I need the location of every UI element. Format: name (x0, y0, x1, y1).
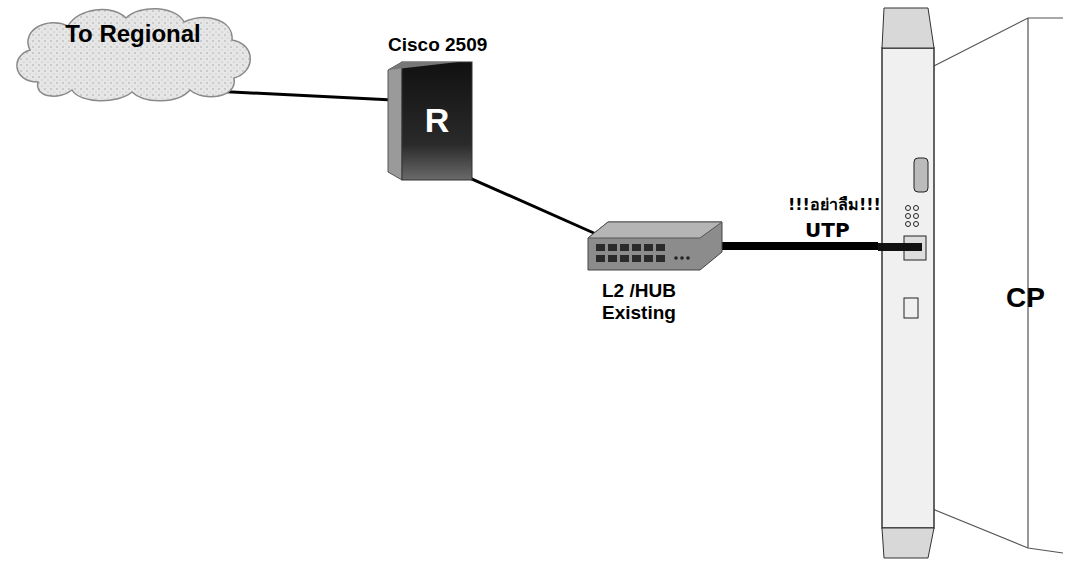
hub-body (588, 222, 722, 270)
card-led (914, 222, 919, 227)
hub-node: L2 /HUB Existing (588, 222, 722, 270)
hub-port (596, 244, 605, 251)
router-front (402, 62, 472, 180)
router-letter: R (425, 101, 450, 140)
hub-led (686, 256, 690, 260)
router-side (388, 62, 402, 180)
cable-label: UTP (805, 218, 850, 242)
hub-port (608, 255, 617, 262)
hub-led (674, 256, 678, 260)
hub-port (644, 244, 653, 251)
network-link (464, 175, 596, 234)
hub-label: L2 /HUB Existing (602, 280, 712, 324)
hub-port (656, 255, 665, 262)
card-board (930, 18, 1063, 553)
hub-port (596, 255, 605, 262)
cp-card-node: CP (878, 8, 1063, 558)
card-led (914, 206, 919, 211)
cloud-node: To Regional (8, 4, 258, 104)
hub-led (680, 256, 684, 260)
node-outline (8, 4, 258, 104)
hub-port (632, 244, 641, 251)
hub-port (656, 244, 665, 251)
hub-port (620, 255, 629, 262)
card-label: CP (1006, 282, 1045, 314)
node-outline (588, 222, 722, 270)
router-node: Cisco 2509R (388, 62, 472, 180)
cloud-label: To Regional (65, 20, 201, 104)
card-led (906, 206, 911, 211)
hub-port (632, 255, 641, 262)
card-faceplate (882, 48, 934, 528)
router-model: Cisco 2509 (388, 34, 487, 56)
warning-note: !!!อย่าลืม!!! (788, 192, 881, 217)
serial-connector (914, 158, 928, 192)
router-top (388, 62, 472, 70)
hub-port (608, 244, 617, 251)
card-latch (882, 8, 934, 558)
card-led (914, 214, 919, 219)
hub-port (644, 255, 653, 262)
card-slot (904, 298, 918, 318)
hub-port (620, 244, 629, 251)
card-led (906, 222, 911, 227)
utp-plug (878, 243, 922, 251)
network-link (722, 242, 878, 250)
card-led (906, 214, 911, 219)
hub-top (588, 222, 722, 238)
